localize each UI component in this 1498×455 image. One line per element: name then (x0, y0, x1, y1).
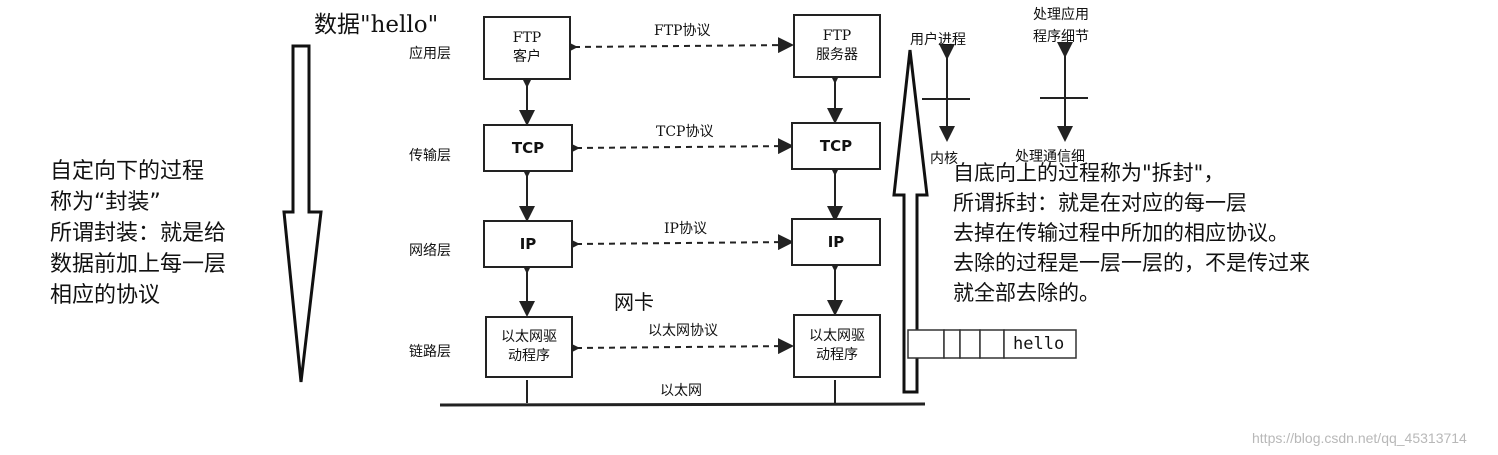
hello-packet-payload: hello (1013, 334, 1065, 354)
user-process-label: 用户进程 (910, 32, 966, 48)
data-hello-label: 数据"hello" (314, 12, 439, 38)
note-line: 自底向上的过程称为"拆封"， (953, 161, 1225, 185)
layer-label-transport: 传输层 (409, 148, 451, 164)
note-line: 称为“封装” (50, 190, 161, 215)
app-details-label: 处理应用 程序细节 (1033, 4, 1089, 48)
kernel-label: 内核 (930, 151, 958, 167)
note-line: 就全部去除的。 (953, 281, 1100, 305)
server-ip-box: IP (791, 218, 881, 266)
protocol-label-tcp: TCP协议 (656, 124, 714, 140)
encapsulation-note: 自定向下的过程 称为“封装” 所谓封装：就是给 数据前加上每一层 相应的协议 (50, 156, 226, 311)
box-line: 以太网驱 (501, 329, 557, 345)
box-line: 动程序 (508, 348, 550, 364)
protocol-label-ftp: FTP协议 (654, 23, 711, 39)
box-line: 以太网驱 (809, 328, 865, 344)
box-line: IP (827, 232, 845, 251)
client-ip-box: IP (483, 220, 573, 268)
packet-headers (907, 329, 1077, 359)
ethernet-label: 以太网 (660, 383, 702, 399)
decapsulation-up-arrow (892, 49, 929, 394)
user-kernel-axis (922, 42, 1088, 142)
ethernet-bus (439, 402, 926, 407)
server-ethernet-driver-box: 以太网驱 动程序 (793, 314, 881, 378)
box-line: TCP (819, 136, 853, 155)
layer-label-application: 应用层 (409, 46, 451, 62)
note-line: 去除的过程是一层一层的，不是传过来 (953, 251, 1310, 275)
protocol-label-ethernet: 以太网协议 (648, 323, 718, 339)
note-line: 所谓拆封：就是在对应的每一层 (953, 191, 1247, 215)
server-tcp-box: TCP (791, 122, 881, 170)
app-details-line: 处理应用 (1033, 7, 1089, 23)
client-ethernet-driver-box: 以太网驱 动程序 (485, 316, 573, 378)
box-line: IP (519, 234, 537, 253)
box-line: TCP (511, 138, 545, 157)
note-line: 相应的协议 (50, 283, 161, 308)
layer-label-network: 网络层 (409, 243, 451, 259)
layer-label-link: 链路层 (409, 344, 451, 360)
nic-label: 网卡 (614, 290, 654, 314)
client-tcp-box: TCP (483, 124, 573, 172)
decapsulation-note: 自底向上的过程称为"拆封"， 所谓拆封：就是在对应的每一层 去掉在传输过程中所加… (953, 158, 1310, 308)
box-line: 服务器 (816, 47, 858, 63)
protocol-dashed-arrows (561, 37, 794, 357)
box-line: 客户 (513, 49, 541, 65)
app-details-line: 程序细节 (1033, 29, 1089, 45)
client-ftp-box: FTP 客户 (483, 16, 571, 80)
note-line: 去掉在传输过程中所加的相应协议。 (953, 221, 1289, 245)
encapsulation-down-arrow (282, 44, 323, 383)
protocol-label-ip: IP协议 (664, 221, 707, 237)
box-line: FTP (822, 28, 852, 44)
box-line: 动程序 (816, 347, 858, 363)
note-line: 数据前加上每一层 (50, 252, 227, 277)
note-line: 所谓封装：就是给 (50, 221, 227, 246)
note-line: 自定向下的过程 (50, 159, 205, 184)
comm-details-label: 处理通信细 (1015, 149, 1085, 165)
box-line: FTP (512, 30, 542, 46)
csdn-watermark: https://blog.csdn.net/qq_45313714 (1252, 430, 1467, 446)
server-ftp-box: FTP 服务器 (793, 14, 881, 78)
